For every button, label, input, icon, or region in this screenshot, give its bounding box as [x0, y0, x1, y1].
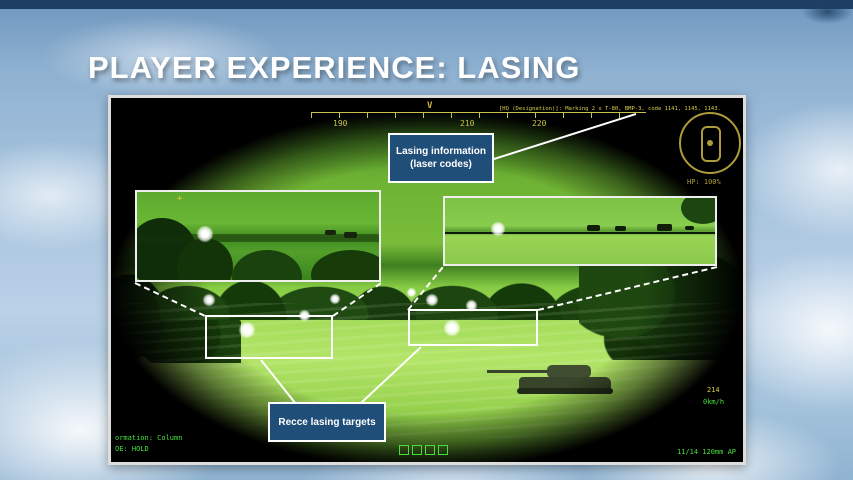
- thermal-blob: [491, 222, 505, 236]
- azimuth-tick-label: 190: [333, 119, 348, 128]
- tree-blob: [177, 238, 233, 280]
- tank-barrel: [487, 370, 551, 373]
- ammo-indicator-row: [399, 442, 451, 460]
- reticle-marker: +: [177, 194, 183, 204]
- thermal-blob: [203, 294, 215, 306]
- tree-blob: [311, 250, 379, 280]
- horizon-band: [137, 234, 379, 242]
- thermal-blob: [426, 294, 438, 306]
- azimuth-scale: [311, 112, 646, 118]
- zoom-inset-right: [443, 196, 717, 266]
- laser-designation-text: [HQ (Designation)]: Marking 2 x T-80, BM…: [499, 106, 721, 112]
- ammo-square: [425, 445, 435, 455]
- ammo-square: [438, 445, 448, 455]
- azimuth-marker: V: [427, 101, 433, 111]
- azimuth-tick-label: 210: [460, 119, 475, 128]
- roe-status: OE: HOLD: [115, 445, 149, 453]
- slide-title: PLAYER EXPERIENCE: LASING: [88, 50, 581, 85]
- vehicle-silhouette: [587, 225, 600, 231]
- cloud: [40, 16, 280, 96]
- tree-blob: [681, 198, 715, 224]
- range-readout: 214: [707, 386, 720, 394]
- speed-readout: 0km/h: [703, 398, 725, 406]
- ammo-square: [399, 445, 409, 455]
- zoom-inset-left: +: [135, 190, 381, 282]
- thermal-blob: [197, 226, 213, 242]
- vehicle-silhouette: [325, 230, 336, 235]
- formation-status: ormation: Column: [115, 434, 183, 442]
- tree-blob: [232, 250, 302, 280]
- gunner-sight-screenshot: V 190 210 220 [HQ (Designation)]: Markin…: [108, 95, 746, 465]
- thermal-blob: [330, 294, 340, 304]
- callout-lasing-info: Lasing information (laser codes): [388, 133, 494, 183]
- vehicle-silhouette: [685, 226, 694, 230]
- horizon-line: [445, 232, 715, 234]
- vehicle-silhouette: [344, 232, 357, 238]
- top-accent-bar: [0, 0, 853, 9]
- hp-label: HP: 100%: [687, 178, 721, 186]
- thermal-blob: [407, 288, 416, 297]
- ammo-square: [412, 445, 422, 455]
- vehicle-status-gauge: [679, 112, 741, 174]
- target-box-1: [205, 315, 333, 359]
- vehicle-silhouette: [657, 224, 672, 231]
- callout-recce-targets: Recce lasing targets: [268, 402, 386, 442]
- azimuth-tick-label: 220: [532, 119, 547, 128]
- tank-tracks: [517, 388, 613, 394]
- target-box-2: [408, 309, 538, 346]
- vehicle-silhouette: [615, 226, 626, 231]
- tank-silhouette: [487, 356, 617, 396]
- gauge-dot: [707, 140, 713, 146]
- ammo-readout: 11/14 120mm AP: [677, 448, 737, 456]
